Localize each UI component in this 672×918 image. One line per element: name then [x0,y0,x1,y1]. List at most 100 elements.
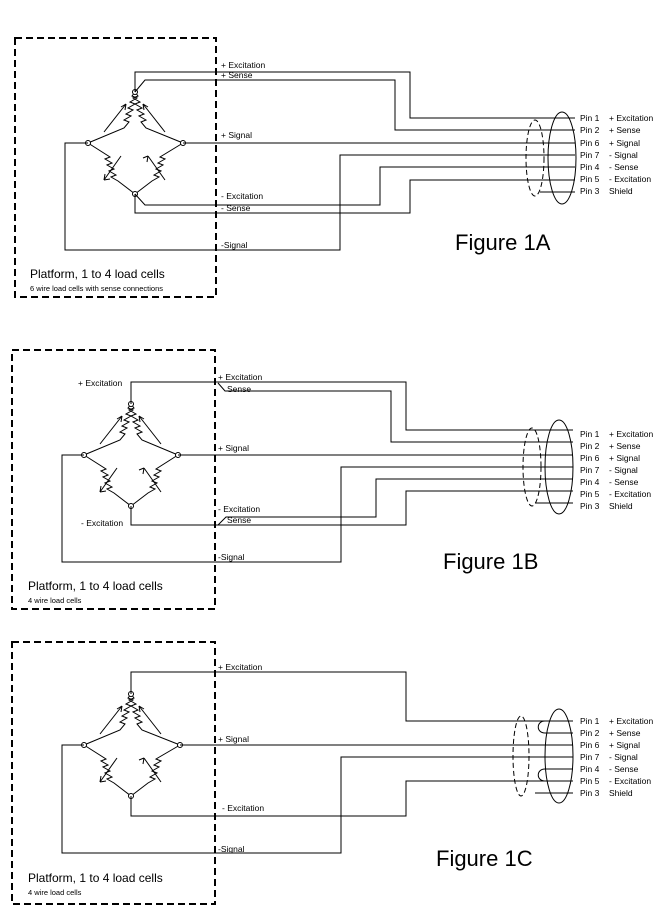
wires [64,71,575,251]
bridge-resistor [134,142,184,195]
pin-label: Pin 6 [580,740,600,750]
wheatstone-bridge [85,89,186,197]
bridge-resistor [127,403,179,456]
platform-box [14,37,217,298]
label-plus-sense: + Sense [221,70,253,80]
pin-desc: - Sense [609,477,639,487]
jumper-minus-sense [537,768,573,782]
pin-desc: - Signal [609,752,638,762]
pin-desc: + Excitation [609,716,653,726]
pin-desc: + Excitation [609,429,653,439]
inner-label-minus-excitation: - Excitation [81,518,123,528]
pin-label: Pin 2 [580,728,600,738]
pin-desc: Shield [609,788,633,798]
platform-box [11,349,216,610]
inner-label-plus-excitation: + Excitation [78,378,122,388]
pin-label: Pin 5 [580,174,600,184]
label-plus-excitation: + Excitation [218,372,262,382]
label-minus-sense: Sense [227,515,251,525]
figure-title: Figure 1A [455,230,551,255]
wires [61,671,573,854]
wheatstone-bridge [81,691,183,799]
bridge-resistor [130,744,181,797]
pin-label: Pin 5 [580,776,600,786]
wire-minus-excitation [134,179,575,214]
pin-label: Pin 1 [580,716,600,726]
platform-title: Platform, 1 to 4 load cells [30,267,165,281]
label-plus-signal: + Signal [221,130,252,140]
pin-desc: - Sense [609,764,639,774]
platform-box [11,641,216,905]
connector-body [544,708,574,804]
pin-label: Pin 4 [580,477,600,487]
pin-label: Pin 6 [580,453,600,463]
pin-label: Pin 7 [580,752,600,762]
bridge-resistor [83,744,132,797]
bridge-resistor [131,91,184,144]
wire-plus-sense [217,382,573,443]
pin-desc: Shield [609,501,633,511]
label-plus-sense: Sense [227,384,251,394]
bridge-resistor [83,693,135,746]
figure-1a: + Excitation + Sense + Signal - Excitati… [14,37,653,298]
connector [522,419,574,515]
figure-title: Figure 1C [436,846,533,871]
pin-desc: + Excitation [609,113,653,123]
pin-desc: + Sense [609,441,641,451]
pin-desc: + Signal [609,138,640,148]
pin-label: Pin 4 [580,162,600,172]
pin-desc: - Excitation [609,174,651,184]
connector [512,708,574,804]
pin-list: Pin 1+ Excitation Pin 2+ Sense Pin 6+ Si… [580,429,653,511]
label-minus-sense: - Sense [221,203,251,213]
pin-label: Pin 1 [580,113,600,123]
figure-title: Figure 1B [443,549,538,574]
jumper-plus-sense [537,720,573,734]
cable-shield [512,715,530,797]
pin-desc: - Excitation [609,776,651,786]
pin-label: Pin 3 [580,501,600,511]
figure-1c: + Excitation + Signal - Excitation -Sign… [11,641,653,905]
bridge-resistor [83,454,132,507]
pin-label: Pin 6 [580,138,600,148]
label-minus-excitation: - Excitation [221,191,263,201]
pin-desc: - Signal [609,150,638,160]
wires [61,381,573,563]
pin-desc: + Signal [609,740,640,750]
platform-title: Platform, 1 to 4 load cells [28,871,163,885]
connector-body [544,419,574,515]
label-minus-signal: -Signal [218,844,245,854]
pin-label: Pin 2 [580,125,600,135]
pin-label: Pin 7 [580,150,600,160]
pin-label: Pin 4 [580,764,600,774]
label-minus-excitation: - Excitation [218,504,260,514]
pin-label: Pin 5 [580,489,600,499]
bridge-resistor [87,142,136,195]
connector-body [547,111,577,205]
wire-minus-signal [61,744,573,854]
wheatstone-bridge [81,401,181,509]
pin-desc: - Sense [609,162,639,172]
wire-minus-sense [217,478,573,526]
wire-plus-sense [134,79,575,131]
label-plus-excitation: + Excitation [221,60,265,70]
label-minus-excitation: - Excitation [222,803,264,813]
pin-desc: + Sense [609,728,641,738]
wire-minus-excitation [130,490,573,526]
cable-shield [525,119,545,197]
connector [525,111,577,205]
wire-plus-excitation [130,671,573,722]
wire-plus-excitation [130,381,573,431]
wire-minus-sense [134,166,575,206]
pin-label: Pin 3 [580,788,600,798]
wire-minus-signal [64,142,575,251]
label-plus-signal: + Signal [218,443,249,453]
platform-subtitle: 4 wire load cells [28,596,82,605]
bridge-resistor [127,693,181,746]
pin-list: Pin 1 + Excitation Pin 2 + Sense Pin 6 + Si… [580,716,653,798]
wire-minus-excitation [130,780,573,817]
label-plus-excitation: + Excitation [218,662,262,672]
pin-desc: Shield [609,186,633,196]
wire-minus-signal [61,454,573,563]
pin-desc: + Sense [609,125,641,135]
